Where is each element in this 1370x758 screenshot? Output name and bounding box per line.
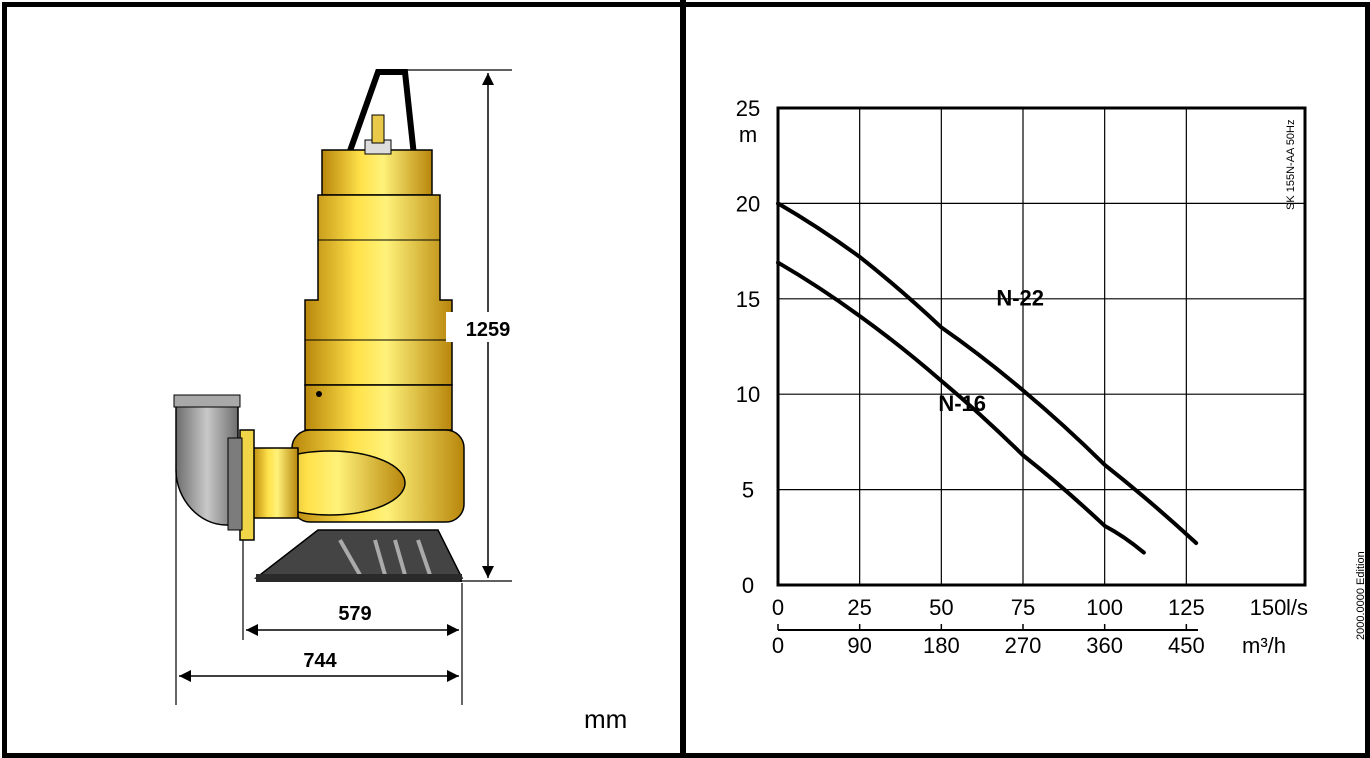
secondary-tick-label-450: 450 xyxy=(1168,633,1205,658)
chart-ticks: 0 5 10 15 20 25 0 25 50 75 100 125 150 0 90 180 270 360 45… xyxy=(736,96,1287,658)
lifting-handle xyxy=(342,69,418,167)
panel-divider xyxy=(680,0,686,756)
x-tick-label-25: 25 xyxy=(847,595,871,620)
height-dimension: 1259 xyxy=(380,69,530,582)
secondary-tick-label-0: 0 xyxy=(772,633,784,658)
y-tick-label-5: 5 xyxy=(742,478,754,503)
chart-code: SK 155N-AA 50Hz xyxy=(1285,120,1297,211)
x-axis-label-secondary: m³/h xyxy=(1242,633,1286,658)
x-axis-label-primary: l/s xyxy=(1286,595,1308,620)
secondary-tick-label-90: 90 xyxy=(847,633,871,658)
series-label-N-22: N-22 xyxy=(996,285,1044,310)
pump-drawing-panel: 1259 579 744 mm xyxy=(173,69,627,734)
y-tick-label-20: 20 xyxy=(736,191,760,216)
x-tick-label-100: 100 xyxy=(1086,595,1123,620)
page-code: 2000.0000 Edition xyxy=(1355,551,1367,640)
y-tick-label-25: 25 xyxy=(736,96,760,121)
discharge-connection xyxy=(251,447,299,519)
series-label-N-16: N-16 xyxy=(938,391,986,416)
chart-series: N-22N-16 xyxy=(776,201,1199,555)
performance-chart: 0 5 10 15 20 25 0 25 50 75 100 125 150 0 90 180 270 360 45… xyxy=(736,96,1308,658)
total-width-dimension: 744 xyxy=(175,470,459,705)
top-cap xyxy=(321,149,433,196)
y-tick-label-0: 0 xyxy=(742,573,754,598)
y-axis-label: m xyxy=(739,122,757,147)
total-width-value: 744 xyxy=(303,650,337,672)
secondary-tick-label-180: 180 xyxy=(923,633,960,658)
x-tick-label-50: 50 xyxy=(929,595,953,620)
series-line-N-16 xyxy=(776,260,1146,555)
unit-label: mm xyxy=(584,704,627,734)
height-value: 1259 xyxy=(466,319,511,341)
x-tick-label-125: 125 xyxy=(1168,595,1205,620)
base-width-dimension: 579 xyxy=(242,540,463,705)
chart-grid xyxy=(778,108,1305,585)
base-width-value: 579 xyxy=(338,603,371,625)
y-tick-label-10: 10 xyxy=(736,382,760,407)
x-tick-label-75: 75 xyxy=(1011,595,1035,620)
motor-body xyxy=(304,194,453,386)
y-tick-label-15: 15 xyxy=(736,287,760,312)
plot-frame xyxy=(776,106,1307,587)
pump-illustration xyxy=(173,69,465,582)
series-line-N-22 xyxy=(776,201,1199,546)
x-tick-label-0: 0 xyxy=(772,595,784,620)
secondary-tick-label-270: 270 xyxy=(1005,633,1042,658)
secondary-tick-label-360: 360 xyxy=(1086,633,1123,658)
x-tick-label-150: 150 xyxy=(1250,595,1287,620)
